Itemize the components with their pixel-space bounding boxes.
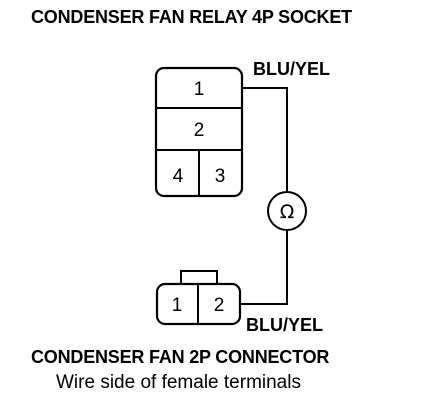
ohm-icon: Ω	[280, 201, 295, 223]
relay-terminal-4: 4	[173, 166, 184, 187]
fan-wire-label: BLU/YEL	[246, 315, 324, 335]
relay-wire-label: BLU/YEL	[253, 59, 331, 79]
relay-terminal-1: 1	[194, 79, 205, 100]
fan-connector-subtitle: Wire side of female terminals	[56, 372, 301, 393]
fan-terminal-2: 2	[214, 295, 225, 316]
test-lead-lower	[240, 230, 288, 305]
relay-terminal-3: 3	[215, 166, 226, 187]
relay-terminal-2: 2	[194, 120, 205, 141]
test-lead-upper	[242, 87, 288, 192]
fan-terminal-1: 1	[172, 295, 183, 316]
relay-socket-title: CONDENSER FAN RELAY 4P SOCKET	[31, 7, 352, 27]
fan-connector-title: CONDENSER FAN 2P CONNECTOR	[31, 347, 330, 367]
